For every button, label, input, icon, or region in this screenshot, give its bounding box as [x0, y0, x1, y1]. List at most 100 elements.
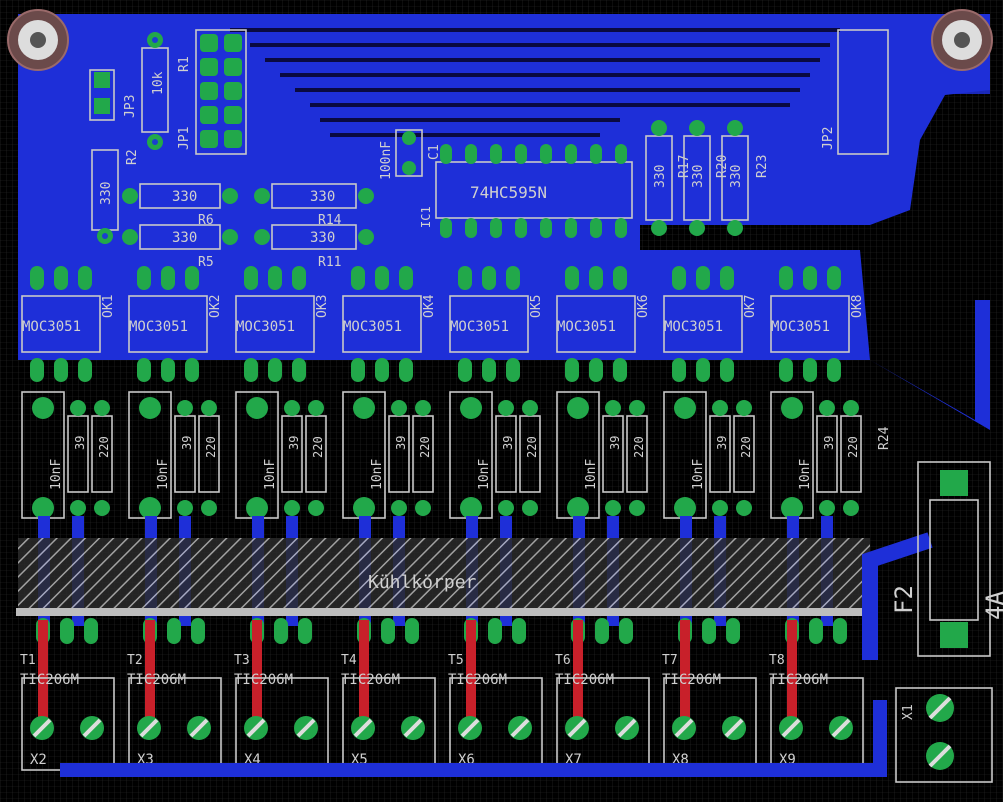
opto-pin	[30, 266, 44, 290]
cap-pad	[674, 497, 696, 519]
screw-slot	[567, 718, 587, 738]
res-low-value: 39	[608, 436, 622, 450]
res-high-value: 220	[632, 436, 646, 458]
res-pad	[736, 400, 752, 416]
opto-pin	[268, 358, 282, 382]
terminal-label: X2	[30, 752, 47, 768]
cap-pad	[567, 397, 589, 419]
ic-pin	[440, 144, 452, 164]
top-trace	[573, 620, 583, 732]
opto-pin	[803, 266, 817, 290]
res-pad	[284, 500, 300, 516]
opto-pin	[161, 266, 175, 290]
res-pad	[605, 400, 621, 416]
opto-pin	[482, 358, 496, 382]
opto-value: MOC3051	[557, 319, 616, 335]
resistor-r2: 330 R2	[91, 149, 140, 244]
cap-pad	[567, 497, 589, 519]
triac-label: T5	[448, 653, 464, 668]
res-low-value: 39	[180, 436, 194, 450]
ic-pin	[440, 218, 452, 238]
jp2-label: JP2	[821, 127, 836, 150]
opto-label: OK7	[743, 295, 758, 318]
triac-label: T7	[662, 653, 678, 668]
opto-pin	[482, 266, 496, 290]
triac-value: TIC206M	[555, 672, 614, 688]
opto-pin	[779, 358, 793, 382]
cap-value: 10nF	[584, 459, 599, 490]
triac-pin	[512, 618, 526, 644]
res-pad	[177, 500, 193, 516]
screw-slot	[724, 718, 744, 738]
res-pad	[522, 400, 538, 416]
triac-pin	[809, 618, 823, 644]
ic-pin	[565, 218, 577, 238]
res-low-value: 39	[715, 436, 729, 450]
opto-pin	[185, 266, 199, 290]
header-jp1: JP1	[177, 29, 247, 155]
res-low-value: 39	[394, 436, 408, 450]
r2-value: 330	[99, 182, 114, 205]
cap-value: 10nF	[477, 459, 492, 490]
mounting-hole-right	[931, 9, 993, 71]
res-pad	[629, 400, 645, 416]
triac-pin	[405, 618, 419, 644]
opto-pin	[613, 266, 627, 290]
res-pad	[819, 500, 835, 516]
res-high-value: 220	[739, 436, 753, 458]
ic-value: 74HC595N	[470, 183, 547, 202]
opto-pin	[375, 266, 389, 290]
resistor-r23: 330 R23	[721, 120, 770, 236]
cap-value: 10nF	[156, 459, 171, 490]
triac-pin	[833, 618, 847, 644]
cap-pad	[781, 497, 803, 519]
res-pad	[712, 500, 728, 516]
mounting-hole-left	[7, 9, 69, 71]
header-pin	[200, 58, 218, 76]
opto-body	[128, 295, 208, 353]
triac-pin	[488, 618, 502, 644]
res-pad	[94, 500, 110, 516]
ic-label: IC1	[419, 206, 433, 228]
opto-pin	[779, 266, 793, 290]
opto-body	[449, 295, 529, 353]
opto-label: OK3	[315, 295, 330, 318]
header-pin	[224, 34, 242, 52]
res-pad	[70, 400, 86, 416]
opto-pin	[589, 358, 603, 382]
triac-value: TIC206M	[662, 672, 721, 688]
triac-pin	[60, 618, 74, 644]
cap-pad	[781, 397, 803, 419]
res-high-value: 220	[846, 436, 860, 458]
c1-label: C1	[427, 144, 442, 160]
header-pin	[224, 130, 242, 148]
jp3-label: JP3	[123, 95, 138, 118]
opto-label: OK6	[636, 295, 651, 318]
triac-pin	[84, 618, 98, 644]
res-pad	[201, 500, 217, 516]
triac-pin	[702, 618, 716, 644]
res-pad	[712, 400, 728, 416]
screw-slot	[460, 718, 480, 738]
r5-label: R5	[198, 255, 214, 270]
ic-pin	[490, 144, 502, 164]
res-pad	[391, 400, 407, 416]
triac-pin	[595, 618, 609, 644]
opto-pin	[506, 358, 520, 382]
triac-value: TIC206M	[341, 672, 400, 688]
opto-value: MOC3051	[664, 319, 723, 335]
opto-pin	[78, 266, 92, 290]
opto-pin	[827, 266, 841, 290]
screw-slot	[674, 718, 694, 738]
opto-body	[663, 295, 743, 353]
triac-pin	[298, 618, 312, 644]
opto-pin	[565, 266, 579, 290]
r23-label: R23	[755, 155, 770, 178]
ic-pin	[615, 218, 627, 238]
opto-value: MOC3051	[236, 319, 295, 335]
top-trace	[145, 620, 155, 732]
opto-pin	[506, 266, 520, 290]
res-low-value: 39	[822, 436, 836, 450]
